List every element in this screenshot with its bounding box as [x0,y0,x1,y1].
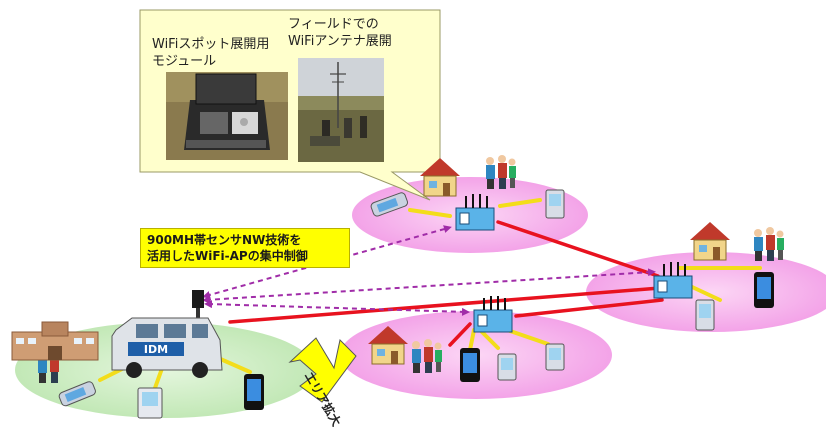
pda-icon-middle-b [497,353,517,381]
area-expansion-arrow [288,337,357,403]
van-logo-text: IDM [144,343,168,356]
pda-icon-top-right [545,189,565,219]
house-icon-top [420,158,460,197]
central-control-line-1: 900MH帯センサNW技術を [147,233,302,247]
module-photo [166,72,288,160]
field-caption-line-1: フィールドでの [288,17,379,32]
access-point-icon-middle [473,296,513,333]
module-photo-caption: WiFiスポット展開用 モジュール [152,36,269,70]
central-control-label: 900MH帯センサNW技術を 活用したWiFi-APの集中制御 [140,228,350,268]
people-icon-middle [412,339,442,373]
pda-icon-base-mid [137,387,163,419]
house-icon-middle [368,326,408,365]
pda-icon-right [695,299,715,331]
module-caption-line-1: WiFiスポット展開用 [152,37,270,52]
pda-icon-middle-c [545,343,565,371]
smartphone-icon-middle-a [460,348,480,382]
access-point-icon-right [653,262,693,299]
central-control-line-2: 活用したWiFi-APの集中制御 [147,249,308,263]
van-icon: IDM [111,317,223,378]
field-photo-caption: フィールドでの WiFiアンテナ展開 [288,16,392,50]
pda-icon-top-left [370,192,408,217]
house-icon-right [690,222,730,261]
building-icon [11,321,99,361]
smartphone-icon-base [244,374,264,410]
people-icon-right [754,227,784,261]
field-caption-line-2: WiFiアンテナ展開 [288,34,392,49]
module-caption-line-2: モジュール [152,54,217,69]
access-point-icon-top [455,194,495,231]
pda-icon-base-left [58,381,96,407]
people-icon-top [486,155,516,189]
central-sensor-node-icon [192,290,204,322]
smartphone-icon-right [754,272,774,308]
sensor-control-links [202,225,656,316]
field-antenna-photo [298,58,384,162]
